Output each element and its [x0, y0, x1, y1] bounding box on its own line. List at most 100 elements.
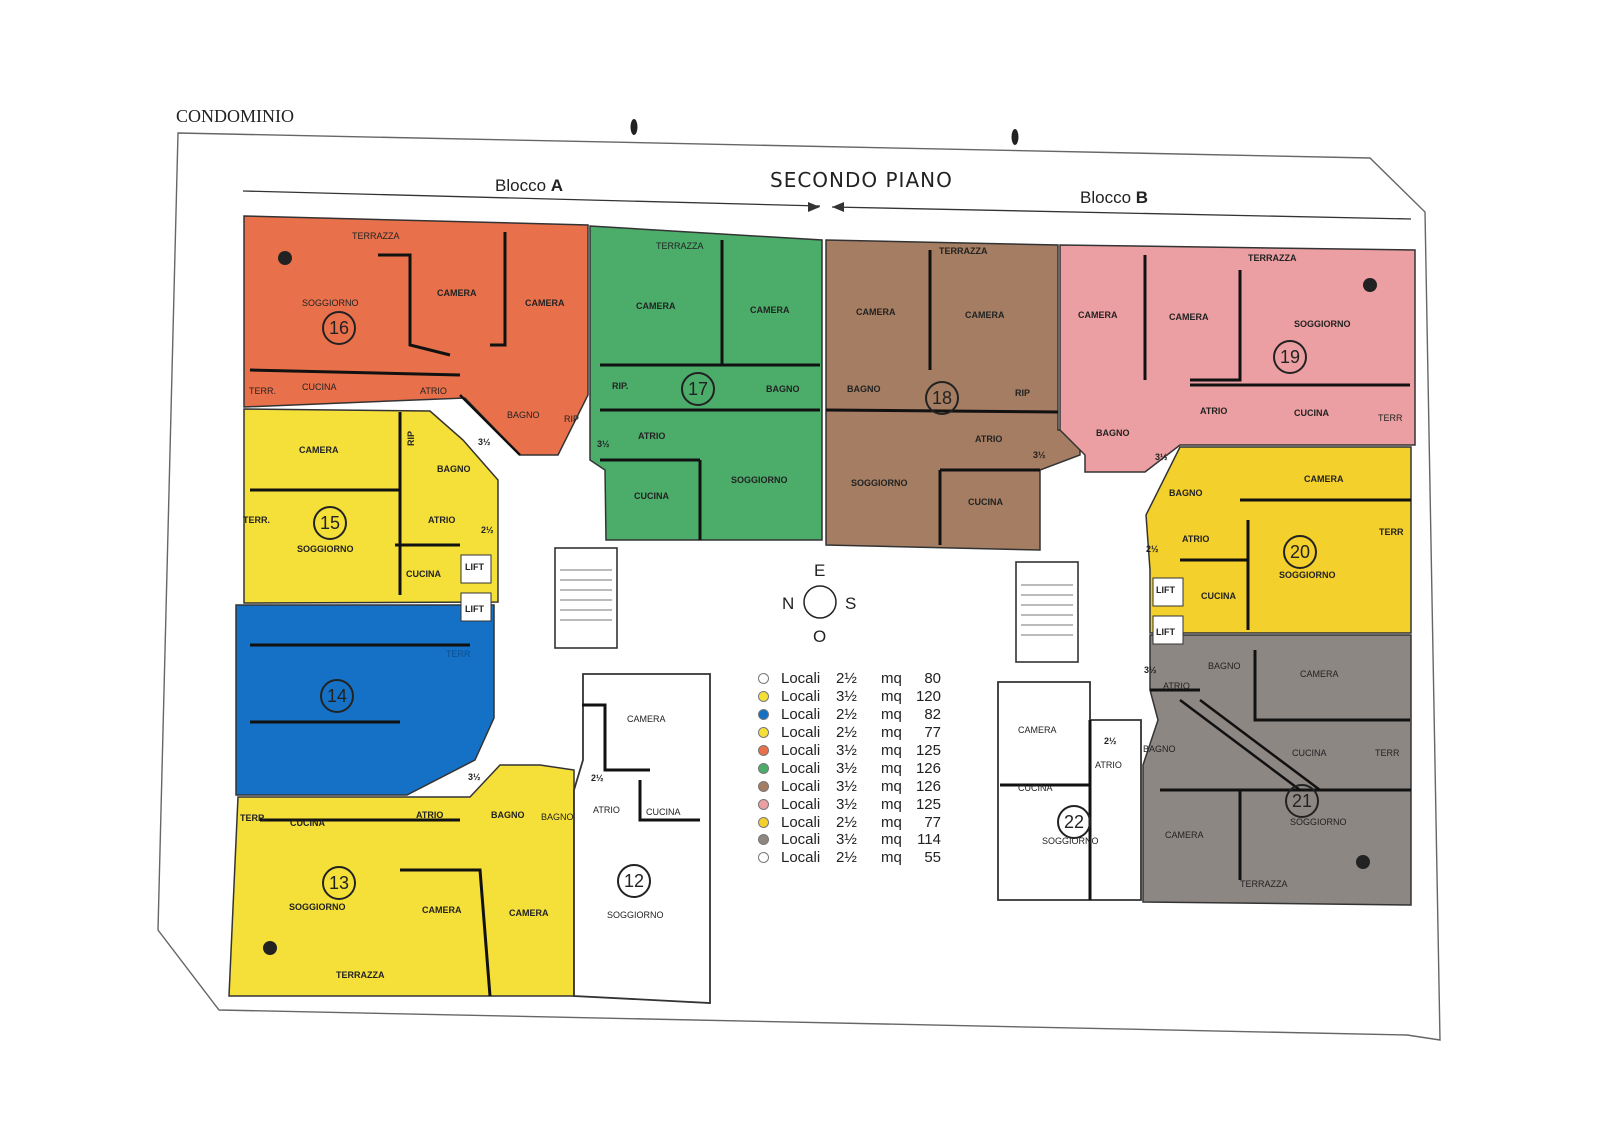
stair-mark: 2½ [1104, 736, 1117, 746]
legend-label: Locali [781, 777, 821, 795]
room-label: TERR [1379, 527, 1404, 537]
legend-label: Locali [781, 688, 821, 706]
room-label: BAGNO [437, 464, 471, 474]
legend-area: 82 [924, 706, 941, 724]
legend-label: Locali [781, 670, 821, 688]
unit-number-badge: 21 [1285, 784, 1319, 818]
room-label: CAMERA [856, 307, 896, 317]
legend-unit: mq [881, 777, 902, 795]
lift-label: LIFT [1156, 585, 1175, 595]
lift-box [460, 592, 492, 622]
legend-area: 126 [915, 777, 941, 795]
room-label: TERR [1375, 748, 1400, 758]
stair-mark: 3½ [1033, 450, 1046, 460]
unit-number-badge: 14 [320, 679, 354, 713]
legend-area: 77 [924, 724, 941, 742]
legend-swatch [758, 780, 769, 792]
legend-label: Locali [781, 849, 821, 867]
unit-20-area [1145, 446, 1412, 634]
room-label: CAMERA [1300, 669, 1339, 679]
legend-unit: mq [881, 688, 902, 706]
unit-12-area [573, 673, 711, 1004]
legend-area: 55 [924, 849, 941, 867]
block-a-label: Blocco A [495, 177, 563, 194]
unit-16-area [243, 215, 589, 456]
unit-number-badge: 19 [1273, 340, 1307, 374]
stair-core-b [1015, 561, 1079, 663]
room-label: BAGNO [1169, 488, 1203, 498]
unit-21-area [1142, 634, 1412, 906]
legend-area: 80 [924, 670, 941, 688]
room-label: CUCINA [406, 569, 441, 579]
room-label: BAGNO [1143, 744, 1176, 754]
legend-swatch [758, 709, 769, 721]
legend-area: 120 [915, 688, 941, 706]
block-b-letter: B [1135, 188, 1149, 207]
unit-number-badge: 13 [322, 866, 356, 900]
unit-number-badge: 17 [681, 372, 715, 406]
unit-number-badge: 18 [925, 381, 959, 415]
header-rule-left [242, 190, 821, 207]
room-label: RIP [406, 430, 417, 447]
block-a-word: Blocco [495, 176, 547, 195]
unit-19-area [1059, 244, 1416, 473]
stair-mark: 3½ [1144, 665, 1157, 675]
room-label: ATRIO [1095, 760, 1122, 770]
legend-rooms: 3½ [836, 688, 857, 706]
room-label: CAMERA [636, 301, 676, 311]
stair-mark: 3½ [478, 437, 491, 447]
legend-area: 114 [917, 831, 941, 849]
room-label: CAMERA [525, 298, 565, 308]
room-label: TERR [446, 649, 471, 659]
room-label: CAMERA [1018, 725, 1057, 735]
lift-label: LIFT [465, 604, 484, 614]
room-label: TERRAZZA [656, 241, 704, 251]
unit-number-badge: 22 [1057, 805, 1091, 839]
legend-unit: mq [881, 742, 902, 759]
legend-unit: mq [881, 795, 902, 813]
sheet-outline [157, 132, 1441, 1041]
room-label: CAMERA [1304, 474, 1344, 484]
room-label: TERRAZZA [352, 231, 400, 241]
unit-13-area [228, 764, 575, 997]
lift-box [460, 554, 492, 584]
room-label: TERRAZZA [1248, 253, 1297, 263]
hole-mark [1011, 129, 1019, 145]
legend-rooms: 2½ [836, 849, 857, 867]
column-dot [263, 941, 277, 955]
unit-22-area [997, 681, 1142, 901]
legend-swatch [758, 691, 769, 703]
lift-label: LIFT [1156, 627, 1175, 637]
room-label: CAMERA [1169, 312, 1209, 322]
room-label: SOGGIORNO [607, 910, 664, 920]
legend-label: Locali [781, 813, 821, 831]
unit-number-badge: 16 [322, 311, 356, 345]
compass-east: E [814, 561, 826, 580]
room-label: SOGGIORNO [1042, 836, 1099, 846]
legend-rooms: 3½ [836, 742, 857, 759]
room-label: ATRIO [638, 431, 666, 441]
room-label: RIP. [612, 381, 629, 391]
header-rule-right [831, 206, 1412, 220]
column-dot [1363, 278, 1377, 292]
room-label: SOGGIORNO [1290, 817, 1347, 827]
column-dot [1356, 855, 1370, 869]
stair-mark: 3½ [468, 772, 481, 782]
room-label: ATRIO [1182, 534, 1210, 544]
room-label: ATRIO [428, 515, 456, 525]
room-label: TERR. [249, 386, 276, 396]
compass-north: N [782, 594, 795, 613]
legend-label: Locali [781, 724, 821, 742]
compass-south: S [845, 594, 857, 613]
legend-swatch [758, 745, 769, 756]
room-label: BAGNO [1208, 661, 1241, 671]
room-label: CAMERA [627, 714, 666, 724]
legend-label: Locali [781, 706, 821, 724]
